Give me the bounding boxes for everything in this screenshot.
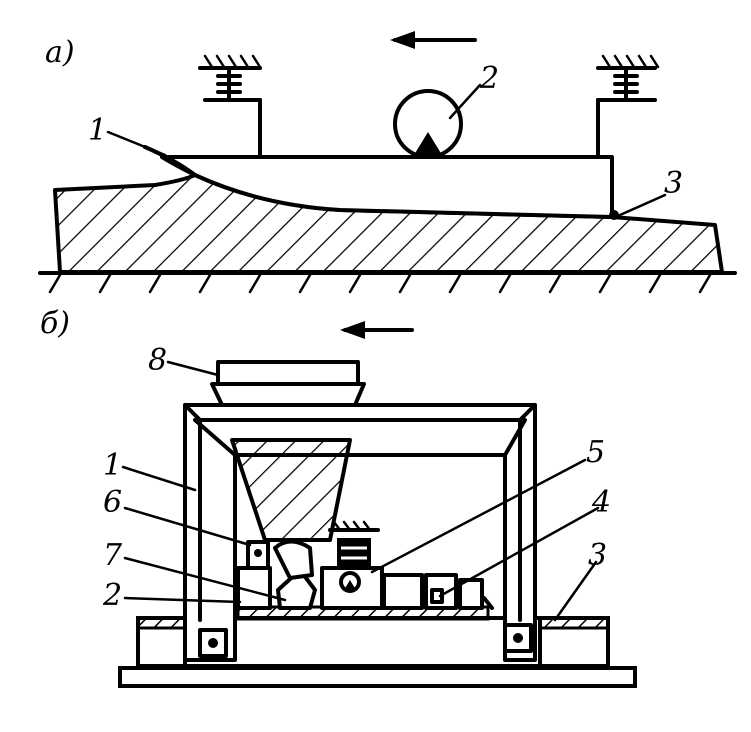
leader-3-a (618, 193, 667, 217)
tool-body-a (160, 155, 614, 219)
leader-5 (370, 458, 587, 574)
rail (118, 666, 637, 688)
leader-2-b (123, 596, 242, 604)
leader-6 (123, 506, 252, 547)
ground-hatch-a (48, 273, 712, 294)
direction-arrow-a (390, 31, 477, 49)
hopper (230, 438, 352, 542)
contact-point (609, 210, 619, 220)
spring-support-right (596, 54, 660, 159)
load-block-8 (210, 360, 366, 407)
panel-a: а) (38, 31, 737, 294)
leader-1-a (106, 130, 167, 157)
spring-support-left (198, 54, 262, 159)
leader-4 (438, 506, 600, 598)
callout-1-b: 1 (103, 448, 122, 483)
callout-5: 5 (586, 435, 605, 470)
callout-2-a: 2 (479, 61, 499, 96)
roller-load-2 (393, 89, 463, 159)
rail-surface-right (538, 616, 610, 630)
spring-unit-5 (320, 520, 384, 610)
callout-7: 7 (103, 538, 123, 573)
panel-b-label: б) (40, 306, 70, 341)
callout-6: 6 (103, 485, 122, 520)
direction-arrow-b (340, 321, 414, 339)
leader-2-a (448, 83, 482, 120)
panel-b: б) (40, 306, 637, 688)
panel-a-label: а) (45, 35, 75, 70)
leader-7 (123, 556, 287, 602)
callout-8: 8 (148, 343, 167, 378)
leader-1-b (121, 465, 197, 492)
callout-2-b: 2 (102, 578, 122, 613)
callout-3-a: 3 (664, 166, 683, 201)
rail-surface-left (136, 616, 187, 630)
unit-2 (236, 540, 272, 610)
callout-1-a: 1 (88, 113, 107, 148)
leader-3-b (553, 560, 598, 622)
unit-4 (382, 573, 494, 610)
leader-8 (166, 360, 220, 377)
roller-6 (273, 539, 314, 580)
callout-4: 4 (591, 485, 611, 520)
callout-3-b: 3 (588, 538, 607, 573)
